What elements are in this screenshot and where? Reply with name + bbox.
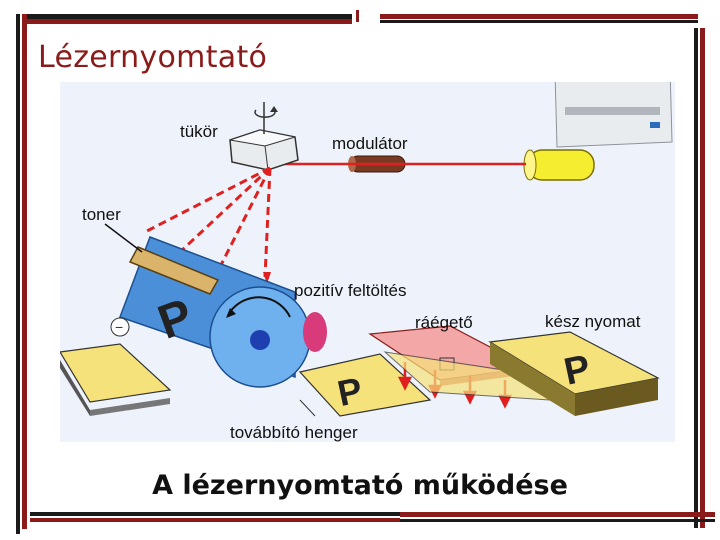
frame-bottom-dark-right bbox=[400, 519, 715, 522]
frame-gap-tick bbox=[356, 10, 359, 22]
paper-sheet-middle: P bbox=[298, 353, 432, 417]
frame-right-dark bbox=[694, 28, 698, 528]
frame-bottom-red bbox=[30, 518, 400, 522]
frame-right-red bbox=[700, 28, 705, 528]
label-roller: továbbító henger bbox=[230, 423, 358, 442]
output-stack: P bbox=[488, 331, 660, 416]
frame-bottom-red-right bbox=[400, 512, 715, 517]
slide-title: Lézernyomtató bbox=[38, 40, 268, 75]
label-modulator: modulátor bbox=[332, 134, 408, 153]
frame-left-dark bbox=[16, 14, 20, 534]
mirror-icon bbox=[229, 102, 299, 171]
diagram-caption: A lézernyomtató működése bbox=[152, 470, 568, 501]
frame-top-dark-right bbox=[380, 20, 698, 23]
frame-bottom-dark bbox=[30, 512, 400, 516]
label-toner: toner bbox=[82, 205, 121, 224]
label-mirror: tükör bbox=[180, 122, 218, 141]
frame-left-red bbox=[22, 14, 27, 529]
label-charge: pozitív feltöltés bbox=[294, 281, 406, 300]
roller-pointer bbox=[299, 399, 316, 417]
scan-beam-arrow bbox=[263, 272, 271, 284]
laser-printer-diagram: P − P P tükör modulátor toner p bbox=[60, 82, 675, 442]
scan-beams bbox=[144, 166, 272, 278]
paper-stack-left bbox=[60, 343, 172, 416]
label-output: kész nyomat bbox=[545, 312, 641, 331]
laser-tube-icon bbox=[523, 149, 595, 181]
toner-pointer bbox=[104, 223, 143, 253]
frame-top-dark bbox=[22, 14, 352, 19]
toner-bar-icon bbox=[128, 246, 220, 295]
frame-top-red bbox=[22, 19, 352, 24]
minus-bubble bbox=[110, 317, 130, 337]
label-fuser: ráégető bbox=[415, 313, 473, 332]
frame-top-red-right bbox=[380, 14, 698, 19]
printer-icon bbox=[554, 82, 673, 148]
minus-sign: − bbox=[115, 319, 123, 335]
